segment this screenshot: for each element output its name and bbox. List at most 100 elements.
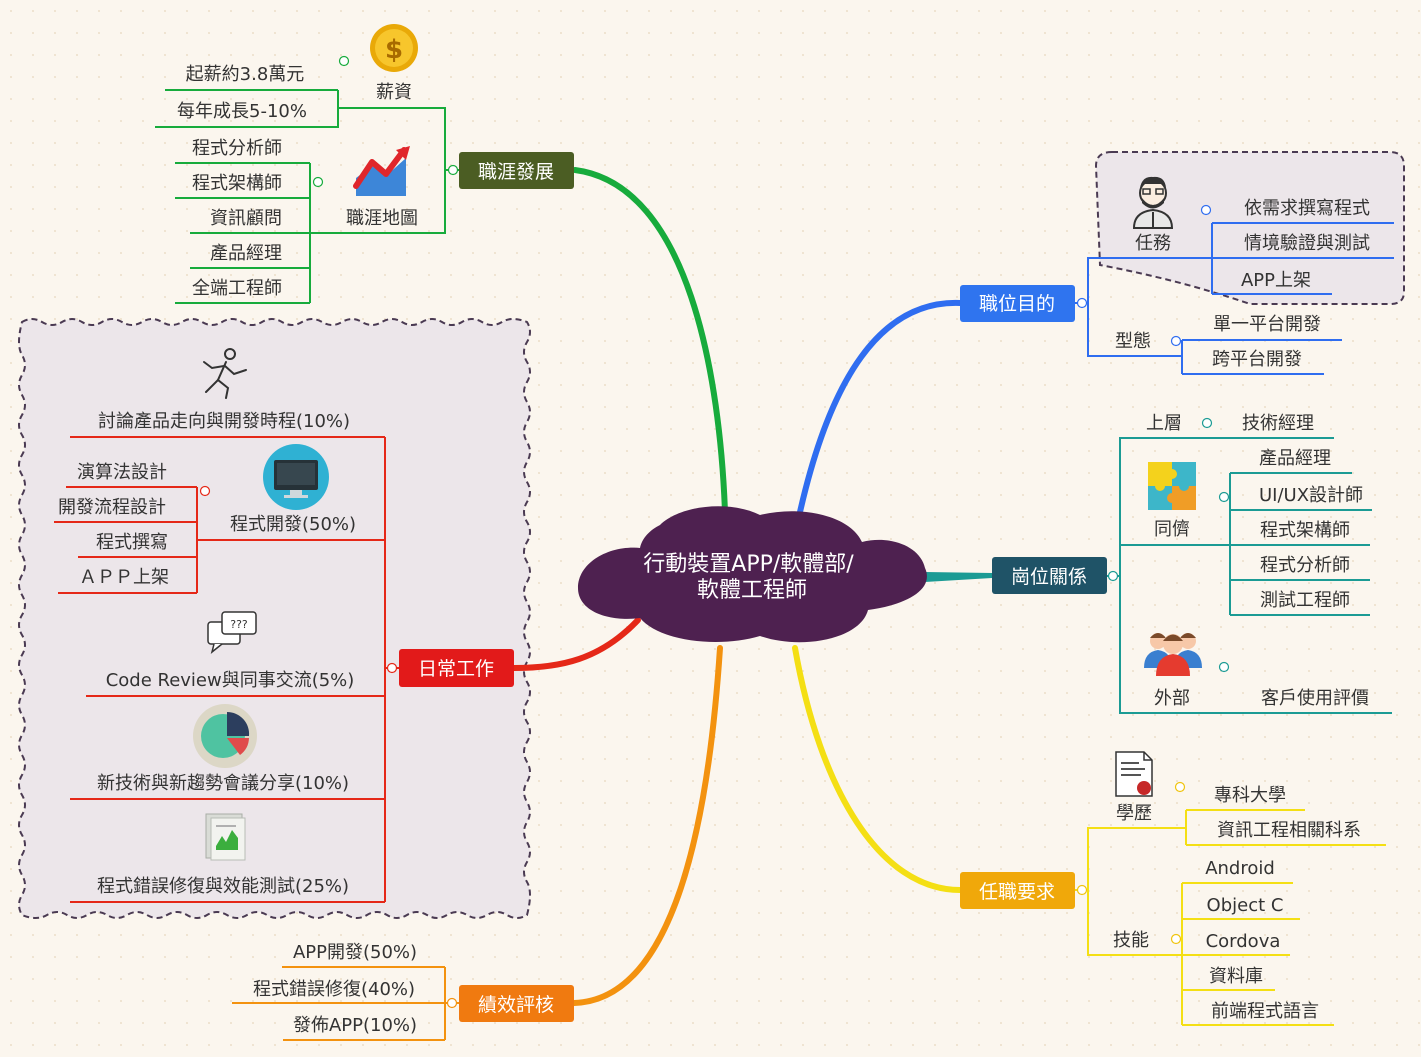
- running-man-icon: [203, 348, 247, 399]
- collapse-relation[interactable]: [1107, 570, 1119, 582]
- dev-sub-item[interactable]: ＡＰＰ上架: [79, 567, 169, 588]
- central-title: 行動裝置APP/軟體部/ 軟體工程師: [643, 552, 860, 603]
- roadmap-label[interactable]: 職涯地圖: [346, 208, 418, 229]
- education-item[interactable]: 資訊工程相關科系: [1217, 820, 1361, 841]
- education-item[interactable]: 專科大學: [1214, 785, 1286, 806]
- salary-label[interactable]: 薪資: [376, 82, 412, 103]
- svg-text:日常工作: 日常工作: [418, 658, 494, 680]
- daily-item[interactable]: 程式開發(50%): [230, 514, 356, 535]
- peer-item[interactable]: 測試工程師: [1260, 590, 1350, 611]
- salary-item[interactable]: 起薪約3.8萬元: [186, 64, 305, 85]
- requirement-connectors: [1075, 809, 1386, 1026]
- collapse-roadmap[interactable]: [312, 176, 324, 188]
- roadmap-item[interactable]: 程式架構師: [192, 173, 282, 194]
- type-label[interactable]: 型態: [1115, 331, 1151, 352]
- svg-text:???: ???: [230, 618, 248, 631]
- daily-item[interactable]: Code Review與同事交流(5%): [106, 670, 355, 691]
- central-cloud: [578, 506, 927, 643]
- roadmap-item[interactable]: 程式分析師: [192, 138, 282, 159]
- svg-text:任職要求: 任職要求: [979, 881, 1055, 903]
- dev-sub-item[interactable]: 演算法設計: [77, 462, 167, 483]
- growth-chart-icon: [353, 146, 410, 196]
- dev-sub-item[interactable]: 開發流程設計: [58, 497, 166, 518]
- upper-item[interactable]: 技術經理: [1242, 413, 1314, 434]
- collapse-dev[interactable]: [199, 485, 211, 497]
- peer-item[interactable]: 程式分析師: [1260, 555, 1350, 576]
- svg-text:職涯發展: 職涯發展: [478, 161, 554, 183]
- pie-chart-icon: [193, 704, 257, 768]
- tasks-boundary: [1094, 151, 1405, 305]
- topic-purpose[interactable]: 職位目的: [960, 285, 1075, 322]
- collapse-requirement[interactable]: [1076, 884, 1088, 896]
- salary-item[interactable]: 每年成長5-10%: [177, 101, 307, 122]
- type-item[interactable]: 跨平台開發: [1212, 349, 1302, 370]
- collapse-review[interactable]: [446, 997, 458, 1009]
- branch-purpose: [797, 299, 963, 515]
- branch-daily: [511, 617, 641, 671]
- collapse-daily[interactable]: [386, 662, 398, 674]
- daily-item[interactable]: 討論產品走向與開發時程(10%): [98, 411, 350, 432]
- chat-bubbles-icon: ???: [207, 611, 257, 654]
- skill-item[interactable]: Cordova: [1206, 931, 1281, 952]
- task-item[interactable]: 情境驗證與測試: [1244, 233, 1370, 254]
- career-connectors: [155, 89, 459, 304]
- dev-sub-item[interactable]: 程式撰寫: [96, 532, 168, 553]
- peers-label[interactable]: 同儕: [1154, 519, 1190, 540]
- topic-relation[interactable]: 崗位關係: [992, 557, 1107, 594]
- svg-text:績效評核: 績效評核: [478, 994, 554, 1016]
- roadmap-item[interactable]: 資訊顧問: [210, 208, 282, 229]
- collapse-career[interactable]: [447, 164, 459, 176]
- peer-item[interactable]: UI/UX設計師: [1259, 485, 1363, 506]
- review-item[interactable]: APP開發(50%): [293, 942, 417, 963]
- upper-label[interactable]: 上層: [1146, 413, 1182, 434]
- daily-connectors: [54, 436, 399, 903]
- certificate-icon: [1115, 751, 1153, 797]
- task-item[interactable]: 依需求撰寫程式: [1244, 198, 1370, 219]
- external-label[interactable]: 外部: [1154, 688, 1190, 709]
- relation-connectors: [1107, 437, 1392, 714]
- collapse-upper[interactable]: [1201, 417, 1213, 429]
- topic-requirement[interactable]: 任職要求: [960, 872, 1075, 909]
- daily-item[interactable]: 新技術與新趨勢會議分享(10%): [97, 773, 349, 794]
- collapse-purpose[interactable]: [1076, 297, 1088, 309]
- external-item[interactable]: 客戶使用評價: [1261, 688, 1369, 709]
- collapse-type[interactable]: [1170, 335, 1182, 347]
- engineer-avatar-icon: [1132, 176, 1174, 229]
- puzzle-icon: [1148, 462, 1196, 510]
- purpose-connectors: [1075, 222, 1394, 375]
- review-item[interactable]: 發佈APP(10%): [293, 1015, 417, 1036]
- topic-daily[interactable]: 日常工作: [399, 649, 514, 687]
- collapse-salary[interactable]: [338, 55, 350, 67]
- svg-text:職位目的: 職位目的: [979, 293, 1055, 315]
- tasks-label[interactable]: 任務: [1135, 233, 1171, 254]
- svg-text:$: $: [385, 35, 403, 65]
- skill-item[interactable]: Object C: [1207, 895, 1284, 916]
- peer-item[interactable]: 產品經理: [1259, 448, 1331, 469]
- collapse-peers[interactable]: [1218, 491, 1230, 503]
- monitor-icon: [263, 444, 329, 510]
- roadmap-item[interactable]: 全端工程師: [192, 278, 282, 299]
- skill-item[interactable]: 資料庫: [1209, 966, 1263, 987]
- collapse-tasks[interactable]: [1200, 204, 1212, 216]
- skill-item[interactable]: Android: [1205, 858, 1275, 879]
- education-label[interactable]: 學歷: [1116, 803, 1152, 824]
- skill-item[interactable]: 前端程式語言: [1211, 1001, 1319, 1022]
- collapse-external[interactable]: [1218, 661, 1230, 673]
- daily-item[interactable]: 程式錯誤修復與效能測試(25%): [97, 876, 349, 897]
- daily-work-boundary: [18, 318, 531, 919]
- peer-item[interactable]: 程式架構師: [1260, 520, 1350, 541]
- task-item[interactable]: APP上架: [1241, 270, 1311, 291]
- skills-label[interactable]: 技能: [1113, 930, 1149, 951]
- topic-career[interactable]: 職涯發展: [459, 152, 574, 189]
- branch-career: [572, 167, 728, 515]
- review-item[interactable]: 程式錯誤修復(40%): [253, 979, 415, 1000]
- branch-review: [571, 645, 723, 1006]
- topic-review[interactable]: 績效評核: [459, 985, 574, 1022]
- branch-requirement: [792, 645, 963, 893]
- roadmap-item[interactable]: 產品經理: [210, 243, 282, 264]
- collapse-education[interactable]: [1174, 781, 1186, 793]
- type-item[interactable]: 單一平台開發: [1213, 314, 1321, 335]
- report-icon: [205, 813, 246, 861]
- collapse-skills[interactable]: [1170, 933, 1182, 945]
